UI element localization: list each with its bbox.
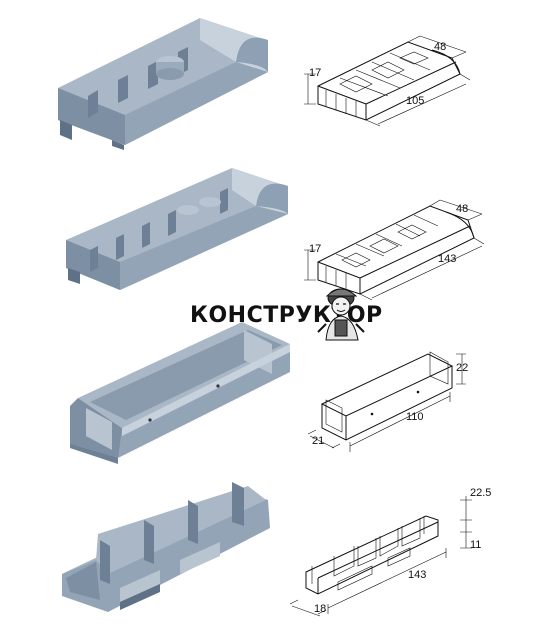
part-3-height-label: 22 — [456, 362, 468, 374]
part-4-height-b-label: 11 — [470, 539, 481, 551]
part-3-length-label: 110 — [406, 411, 424, 423]
part-4-drawing — [289, 496, 472, 617]
part-1-height-label: 17 — [309, 67, 321, 79]
part-4-length-label: 143 — [408, 569, 426, 581]
part-3-drawing — [307, 351, 466, 452]
part-4-height-a-label: 22.5 — [470, 487, 491, 499]
part-2-render — [66, 168, 288, 290]
part-1-render — [58, 18, 268, 150]
part-2-drawing — [304, 199, 485, 301]
part-2-height-label: 17 — [309, 243, 321, 255]
engineer-mascot-icon — [317, 288, 365, 341]
part-2-width-label: 48 — [456, 203, 468, 215]
part-3-width-label: 21 — [312, 435, 324, 447]
part-4-width-label: 18 — [314, 603, 326, 615]
brand-logo-text: КОНСТРУКТОР — [190, 303, 383, 328]
part-1-drawing — [304, 35, 471, 127]
part-2-length-label: 143 — [438, 253, 456, 265]
part-4-render — [62, 482, 270, 612]
part-1-width-label: 48 — [434, 41, 446, 53]
part-3-render — [70, 322, 290, 464]
part-1-length-label: 105 — [406, 95, 424, 107]
